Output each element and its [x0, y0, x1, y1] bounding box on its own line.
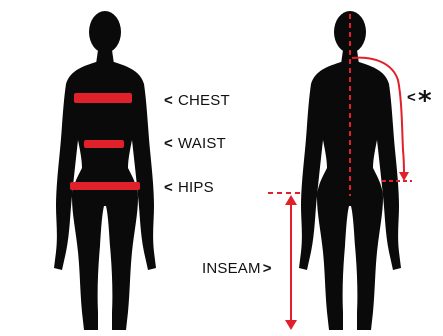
hips-band — [70, 182, 140, 190]
chevron-left-icon: < — [164, 92, 173, 109]
inseam-arrow-up — [285, 195, 297, 205]
sleeve-label: < — [407, 90, 418, 106]
sleeve-arrowhead — [399, 172, 409, 181]
chest-label: < CHEST — [164, 93, 230, 109]
inseam-arrow-down — [285, 320, 297, 330]
waist-text: WAIST — [178, 135, 226, 152]
chest-band — [74, 93, 132, 103]
chevron-left-icon: < — [407, 89, 416, 106]
asterisk-icon: * — [418, 88, 432, 114]
waist-label: < WAIST — [164, 136, 226, 152]
inseam-measure — [268, 193, 300, 330]
hips-text: HIPS — [178, 179, 214, 196]
chevron-left-icon: < — [164, 135, 173, 152]
chevron-right-icon: > — [263, 260, 272, 277]
chest-text: CHEST — [178, 92, 230, 109]
inseam-label: INSEAM> — [202, 261, 272, 277]
chevron-left-icon: < — [164, 179, 173, 196]
inseam-text: INSEAM — [202, 260, 261, 277]
front-silhouette — [54, 11, 156, 330]
hips-label: < HIPS — [164, 180, 214, 196]
waist-band — [84, 140, 124, 148]
